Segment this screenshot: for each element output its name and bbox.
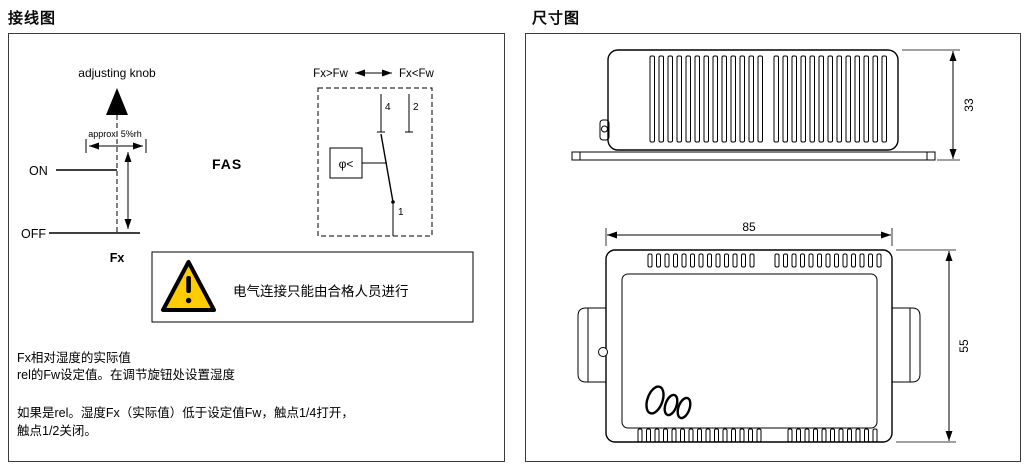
side-body [607, 49, 899, 151]
front-vent-slots-bottom-left [637, 428, 762, 443]
warning-text: 电气连接只能由合格人员进行 [233, 283, 409, 299]
switch-circuit: Fx>Fw Fx<Fw 4 2 1 φ< [313, 68, 435, 237]
left-mounting-tab [577, 307, 606, 383]
device-type-label: FAS [212, 156, 242, 172]
dim-85-label: 85 [742, 220, 756, 234]
front-vent-slots-top-right [774, 253, 882, 268]
warning-frame [151, 251, 474, 323]
warning-box: 电气连接只能由合格人员进行 [151, 251, 474, 323]
mounting-flange [571, 151, 936, 161]
front-vent-slots-top-left [647, 253, 755, 268]
side-connector-bump [599, 119, 610, 141]
note-line-2: rel的Fw设定值。在调节旋钮处设置湿度 [17, 367, 236, 382]
exclamation-icon [186, 276, 191, 293]
notes: Fx相对湿度的实际值 rel的Fw设定值。在调节旋钮处设置湿度 如果是rel。湿… [17, 350, 354, 438]
front-vent-slots-bottom-right [787, 428, 878, 443]
on-label: ON [29, 164, 48, 178]
fx-axis-label: Fx [110, 251, 125, 265]
side-vent-slots-right [773, 55, 887, 143]
note-line-4: 触点1/2关闭。 [17, 424, 97, 438]
cmp-left-label: Fx>Fw [313, 68, 349, 80]
dim-55-label: 55 [957, 339, 971, 353]
adjusting-knob-label: adjusting knob [78, 66, 156, 80]
wiring-diagram-svg: adjusting knob approx. 5%rh ON OFF Fx FA… [17, 66, 474, 438]
switch-arm [380, 133, 394, 203]
terminal-4-label: 4 [385, 102, 391, 113]
dimension-33: 33 [902, 49, 976, 161]
circuit-dashed-box [317, 87, 433, 237]
dimension-panel: 33 [525, 33, 1021, 462]
dim-33-label: 33 [962, 98, 976, 112]
front-view [577, 249, 921, 443]
terminal-1-label: 1 [398, 207, 404, 218]
note-line-3: 如果是rel。湿度Fx（实际值）低于设定值Fw，触点1/4打开， [17, 405, 354, 420]
front-inner-panel [621, 273, 878, 429]
side-vent-slots-left [649, 55, 763, 143]
terminal-2-label: 2 [413, 102, 419, 113]
hysteresis-label: approx. 5%rh [88, 129, 142, 139]
front-screw-boss [598, 347, 608, 357]
dimension-drawing-svg: 33 [571, 49, 976, 443]
wiring-section-heading: 接线图 [8, 10, 57, 27]
dimension-85: 85 [605, 220, 893, 246]
dimensions-section-heading: 尺寸图 [532, 10, 581, 27]
note-line-1: Fx相对湿度的实际值 [17, 350, 131, 365]
humidity-sensor-symbol: φ< [339, 157, 354, 171]
knob-triangle-icon [106, 88, 128, 115]
wiring-panel: adjusting knob approx. 5%rh ON OFF Fx FA… [8, 33, 505, 462]
side-view [571, 49, 936, 161]
right-mounting-tab [892, 307, 921, 383]
cmp-right-label: Fx<Fw [399, 68, 435, 80]
knob-hysteresis-graph: adjusting knob approx. 5%rh ON OFF Fx [21, 66, 156, 265]
dimension-55: 55 [896, 249, 971, 443]
off-label: OFF [21, 227, 46, 241]
brand-logo-marks [645, 385, 692, 420]
